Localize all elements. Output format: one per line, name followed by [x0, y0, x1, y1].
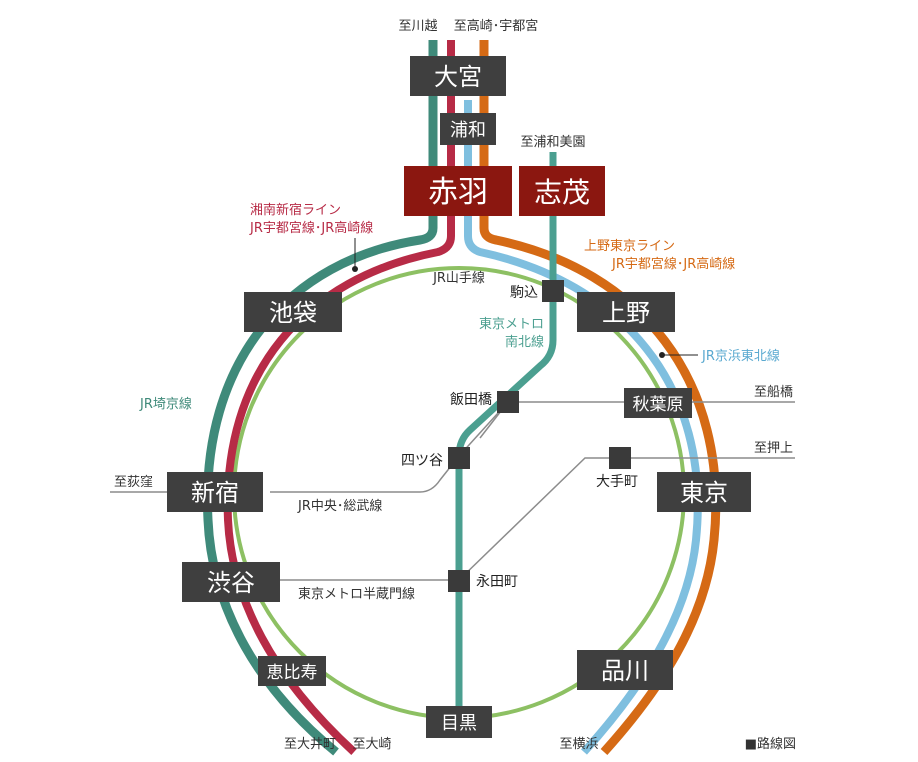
- ueno-tokyo-line: [479, 40, 721, 756]
- nagatacho-label: 永田町: [476, 574, 518, 590]
- station-ebisu[interactable]: 恵比寿: [258, 656, 326, 686]
- svg-text:目黒: 目黒: [441, 713, 477, 734]
- dest-funabashi: 至船橋: [754, 385, 793, 400]
- label-ueno-tokyo-line: 上野東京ライン: [584, 238, 675, 254]
- dest-yokohama: 至横浜: [559, 737, 598, 752]
- svg-text:秋葉原: 秋葉原: [633, 395, 684, 415]
- label-metro-namboku-1: 東京メトロ: [479, 316, 544, 332]
- otemachi-label: 大手町: [596, 474, 638, 490]
- dest-ogikubo: 至荻窪: [114, 474, 153, 490]
- yotsuya-label: 四ツ谷: [401, 453, 443, 469]
- station-shinagawa[interactable]: 品川: [577, 650, 673, 690]
- iidabashi-marker: [497, 391, 519, 413]
- label-saikyo: JR埼京線: [139, 396, 192, 412]
- dest-urawa-misono: 至浦和美園: [520, 135, 585, 150]
- station-akabane[interactable]: 赤羽: [404, 166, 512, 216]
- hanzomon-line: [270, 457, 795, 581]
- label-yamanote: JR山手線: [432, 270, 485, 286]
- station-omiya[interactable]: 大宮: [410, 56, 506, 96]
- station-urawa[interactable]: 浦和: [440, 113, 496, 145]
- dest-oshiage: 至押上: [754, 441, 793, 456]
- station-meguro[interactable]: 目黒: [426, 706, 492, 738]
- komagome-label: 駒込: [510, 285, 538, 301]
- dest-takasaki-utsunomiya: 至高崎･宇都宮: [454, 18, 539, 34]
- svg-text:東京: 東京: [680, 479, 728, 507]
- nagatacho-marker: [448, 570, 470, 592]
- svg-text:品川: 品川: [601, 657, 649, 685]
- svg-text:大宮: 大宮: [434, 63, 482, 91]
- label-jr-utsunomiya-right: JR宇都宮線･JR高崎線: [611, 256, 735, 272]
- station-tokyo[interactable]: 東京: [657, 472, 751, 512]
- komagome-marker: [542, 280, 564, 302]
- svg-text:渋谷: 渋谷: [207, 569, 255, 597]
- svg-text:赤羽: 赤羽: [428, 175, 488, 210]
- dest-oimachi: 至大井町: [284, 737, 336, 752]
- legend-label: ■路線図: [745, 736, 796, 752]
- saikyo-line: [203, 40, 438, 756]
- svg-text:上野: 上野: [602, 299, 650, 327]
- label-jr-utsunomiya-left: JR宇都宮線･JR高崎線: [249, 220, 373, 236]
- label-shonan-shinjuku: 湘南新宿ライン: [250, 202, 341, 218]
- shonan-shinjuku-line: [223, 40, 455, 755]
- label-keihin-tohoku: JR京浜東北線: [701, 348, 780, 364]
- station-ueno[interactable]: 上野: [577, 292, 675, 332]
- svg-text:浦和: 浦和: [450, 120, 486, 141]
- station-ikebukuro[interactable]: 池袋: [244, 292, 342, 332]
- station-shimo[interactable]: 志茂: [519, 166, 605, 216]
- dest-osaki: 至大崎: [352, 737, 391, 752]
- station-akihabara[interactable]: 秋葉原: [624, 388, 692, 418]
- label-metro-namboku-2: 南北線: [505, 334, 544, 350]
- label-hanzomon: 東京メトロ半蔵門線: [298, 586, 415, 602]
- svg-text:新宿: 新宿: [191, 479, 239, 507]
- svg-text:志茂: 志茂: [534, 176, 590, 209]
- label-chuo-sobu: JR中央･総武線: [297, 498, 382, 514]
- namboku-line: [455, 152, 557, 720]
- iidabashi-label: 飯田橋: [450, 391, 492, 408]
- otemachi-marker: [609, 447, 631, 469]
- dest-kawagoe: 至川越: [398, 19, 437, 34]
- station-shibuya[interactable]: 渋谷: [182, 562, 280, 602]
- svg-text:恵比寿: 恵比寿: [267, 663, 318, 683]
- yotsuya-marker: [448, 447, 470, 469]
- svg-text:池袋: 池袋: [269, 299, 317, 327]
- station-shinjuku[interactable]: 新宿: [167, 472, 263, 512]
